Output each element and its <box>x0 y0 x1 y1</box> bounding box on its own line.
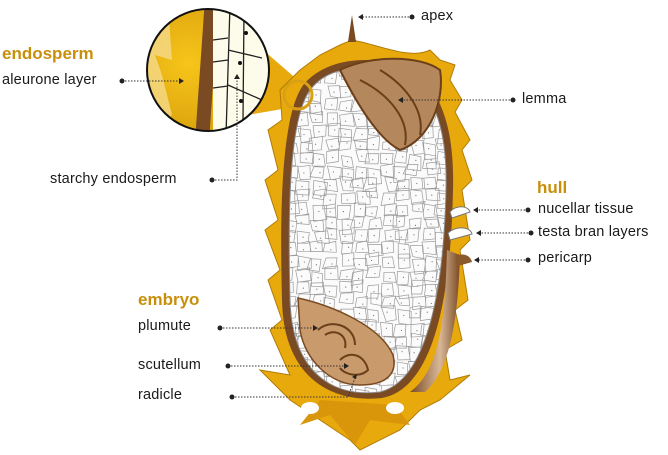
label-nucellar-tissue: nucellar tissue <box>538 201 634 217</box>
nucellar-tissue <box>449 206 471 219</box>
leader-lines <box>122 16 531 398</box>
pericarp-layer <box>410 250 460 392</box>
heading-hull: hull <box>537 178 568 197</box>
pericarp-tip <box>455 254 472 266</box>
heading-endosperm: endosperm <box>2 44 94 63</box>
label-starchy-endosperm: starchy endosperm <box>50 171 177 187</box>
embryo <box>297 297 395 386</box>
label-testa-bran-layers: testa bran layers <box>538 224 649 240</box>
magnify-region-circle <box>282 79 314 111</box>
magnifier-inset <box>146 8 270 132</box>
label-plumute: plumute <box>138 318 191 334</box>
label-pericarp: pericarp <box>538 250 592 266</box>
label-radicle: radicle <box>138 387 183 403</box>
label-scutellum: scutellum <box>138 357 202 373</box>
label-lemma: lemma <box>522 91 567 107</box>
apex-tip <box>348 15 356 42</box>
label-aleurone-layer: aleurone layer <box>2 72 97 88</box>
leader-dots <box>119 14 534 400</box>
heading-embryo: embryo <box>138 290 200 309</box>
label-apex: apex <box>421 8 454 24</box>
testa-bran <box>447 227 473 241</box>
